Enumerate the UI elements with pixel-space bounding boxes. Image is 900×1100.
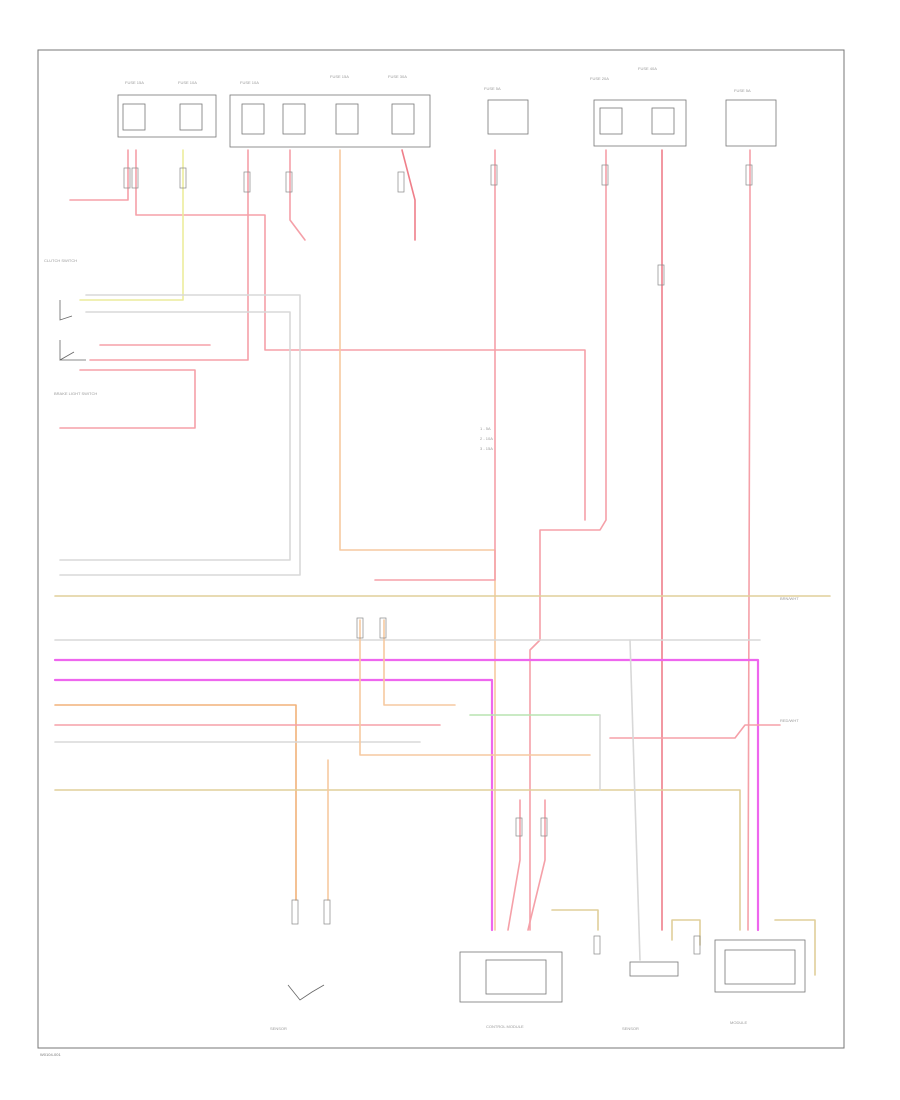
svg-text:1 - 5A: 1 - 5A <box>480 426 491 431</box>
svg-text:FUSE 20A: FUSE 20A <box>590 76 609 81</box>
svg-text:2 - 10A: 2 - 10A <box>480 436 493 441</box>
brake-pedal-switch: BRAKE LIGHT SWITCH <box>54 300 97 396</box>
svg-text:BRN/WHT: BRN/WHT <box>780 596 799 601</box>
svg-text:CONTROL MODULE: CONTROL MODULE <box>486 1024 524 1029</box>
connector-pins <box>123 164 753 955</box>
fuse-box-right-2: FUSE 20A FUSE 40A <box>590 66 687 147</box>
svg-text:MODULE: MODULE <box>730 1020 747 1025</box>
diagram-id: W0104-001 <box>40 1052 61 1057</box>
wire-labels: BRN/WHT RED/WHT 1 - 5A 2 - 10A 3 - 15A <box>480 426 799 723</box>
clutch-switch: CLUTCH SWITCH <box>44 258 77 263</box>
svg-text:SENSOR: SENSOR <box>270 1026 287 1031</box>
component-bottom-left: SENSOR <box>270 984 325 1031</box>
diagram-frame <box>37 49 845 1049</box>
wires <box>53 149 831 976</box>
svg-text:3 - 15A: 3 - 15A <box>480 446 493 451</box>
svg-text:SENSOR: SENSOR <box>622 1026 639 1031</box>
fuse-box-right-3: FUSE 5A <box>725 88 777 147</box>
fuse-box-right-1: FUSE 5A <box>484 86 529 135</box>
svg-text:FUSE 15A: FUSE 15A <box>125 80 144 85</box>
svg-text:FUSE 5A: FUSE 5A <box>484 86 501 91</box>
connector-bottom-center: SENSOR <box>622 961 679 1031</box>
svg-text:FUSE 10A: FUSE 10A <box>178 80 197 85</box>
relay-bottom-right: MODULE <box>714 939 806 1025</box>
svg-text:FUSE 5A: FUSE 5A <box>734 88 751 93</box>
svg-text:FUSE 10A: FUSE 10A <box>240 80 259 85</box>
svg-text:BRAKE LIGHT SWITCH: BRAKE LIGHT SWITCH <box>54 391 97 396</box>
fuse-box-center: FUSE 10A FUSE 15A FUSE 30A <box>229 74 431 148</box>
svg-text:RED/WHT: RED/WHT <box>780 718 799 723</box>
fuse-box-left: FUSE 15A FUSE 10A <box>117 80 217 138</box>
svg-text:CLUTCH SWITCH: CLUTCH SWITCH <box>44 258 77 263</box>
svg-text:FUSE 40A: FUSE 40A <box>638 66 657 71</box>
svg-text:FUSE 30A: FUSE 30A <box>388 74 407 79</box>
svg-text:FUSE 15A: FUSE 15A <box>330 74 349 79</box>
control-module-bottom: CONTROL MODULE <box>459 951 563 1029</box>
